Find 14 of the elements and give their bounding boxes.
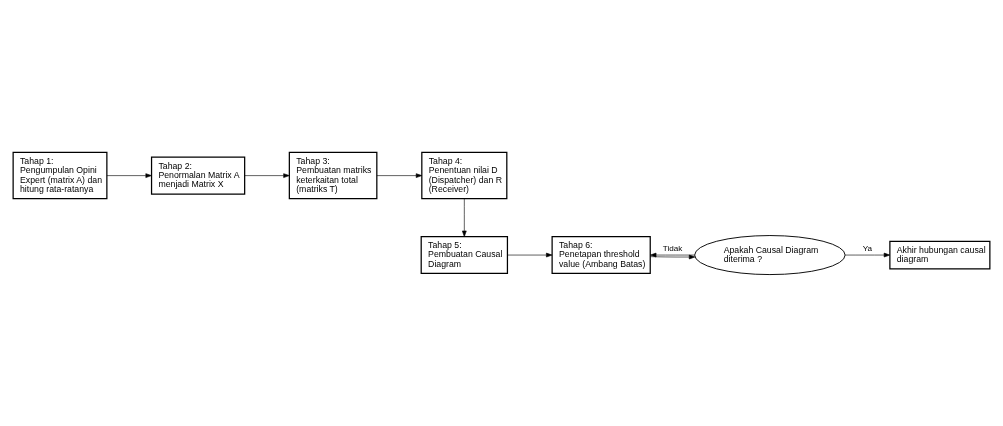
arrow: [844, 252, 891, 257]
node-box: Tahap 5: Pembuatan Causal Diagram: [420, 235, 509, 274]
node-box: Tahap 2: Penormalan Matrix A menjadi Matrix X: [150, 156, 246, 195]
node-box: Akhir hubungan causal diagram: [889, 240, 991, 269]
arrow: [376, 172, 423, 178]
node-box: Tahap 4: Penentuan nilai D (Dispatcher) dan R (Receiver): [421, 151, 508, 199]
arrow: [106, 172, 152, 178]
arrow: [507, 252, 553, 257]
node-box: Tahap 1: Pengumpulan Opini Expert (matrix A) dan hitung rata-ratanya: [12, 151, 108, 199]
arrow: [244, 172, 290, 178]
arrow: [462, 198, 467, 237]
node-box: Tahap 3: Pembuatan matriks keterkaitan total (matriks T): [288, 151, 378, 199]
node-box: Tahap 6: Penetapan threshold value (Ambang Batas): [551, 235, 651, 274]
node-ellipse: Apakah Causal Diagram diterima ?: [694, 234, 846, 275]
